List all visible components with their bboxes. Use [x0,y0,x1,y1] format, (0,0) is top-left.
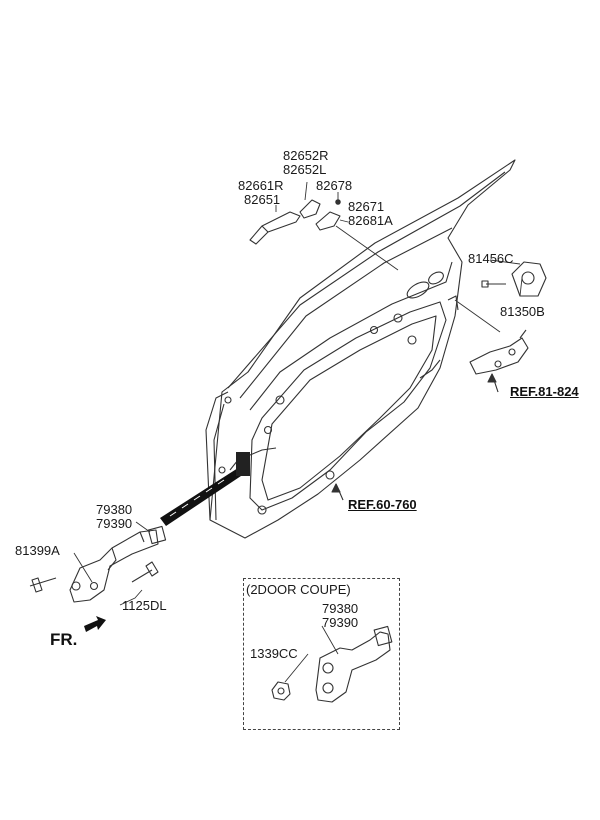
latch-group [469,261,547,375]
ref-link-81-824[interactable]: REF.81-824 [510,384,579,399]
part-label-79380[interactable]: 79380 [96,502,133,517]
part-label-1339CC[interactable]: 1339CC [250,646,298,661]
part-label-79390[interactable]: 79390 [96,516,133,531]
part-label-81456C[interactable]: 81456C [468,251,514,266]
reference-beam [160,452,250,526]
part-label-82678[interactable]: 82678 [316,178,353,193]
front-direction-arrow [84,616,106,632]
outside-handle-group [249,199,341,245]
door-checker-group [29,525,167,603]
part-label-82652R[interactable]: 82652R [283,148,329,163]
ref-link-60-760[interactable]: REF.60-760 [348,497,417,512]
inset-part-label-79390[interactable]: 79390 [322,615,359,630]
door-panel [205,159,516,539]
part-label-82661R[interactable]: 82661R [238,178,284,193]
part-label-82671[interactable]: 82671 [348,199,385,214]
inset-checker-group [271,625,393,703]
part-label-82651[interactable]: 82651 [244,192,281,207]
part-label-82681A[interactable]: 82681A [348,213,393,228]
inset-title: (2DOOR COUPE) [246,582,351,597]
part-label-81399A[interactable]: 81399A [15,543,60,558]
part-label-81350B[interactable]: 81350B [500,304,545,319]
inset-part-label-79380[interactable]: 79380 [322,601,359,616]
front-direction-label: FR. [50,630,78,649]
coupe-inset-box [243,578,400,730]
part-label-82652L[interactable]: 82652L [283,162,327,177]
part-label-1125DL[interactable]: 1125DL [122,598,167,613]
